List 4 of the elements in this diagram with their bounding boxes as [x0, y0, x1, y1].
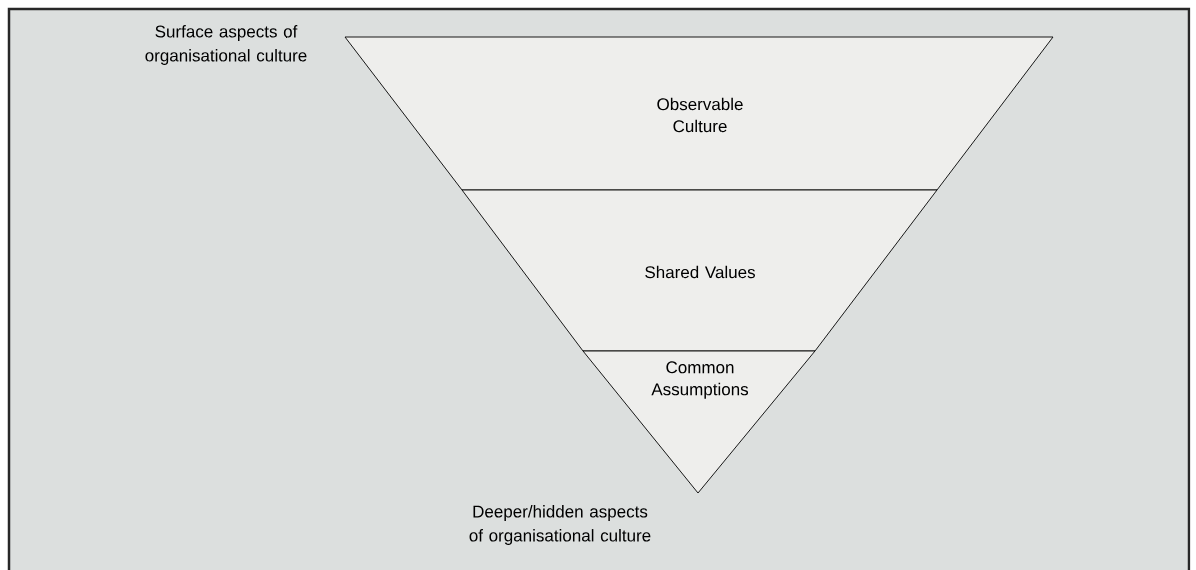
pyramid-layer: Observable Culture [344, 36, 1054, 191]
annotation-text: Surface aspects of organisational culture [145, 25, 307, 65]
annotation-text: Deeper/hidden aspects of organisational culture [469, 505, 651, 545]
pyramid-layer: Common Assumptions [582, 350, 816, 494]
